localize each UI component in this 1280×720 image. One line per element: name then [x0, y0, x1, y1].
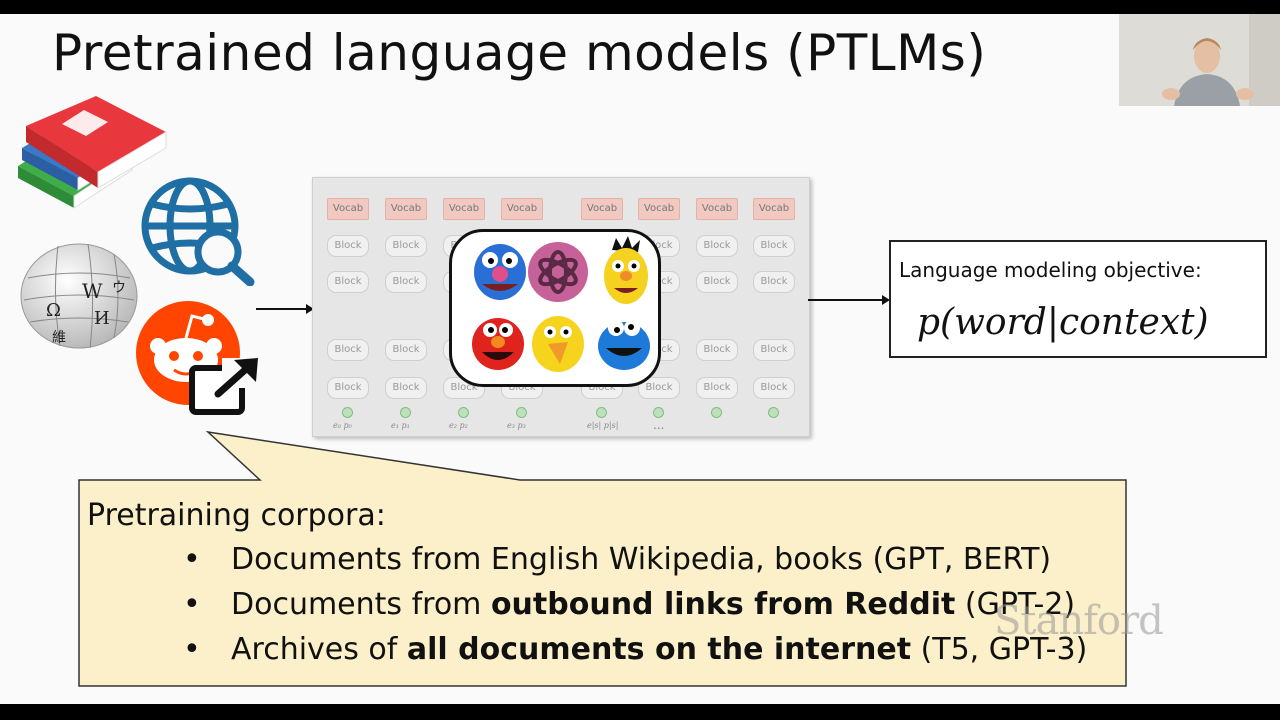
add-node — [516, 407, 527, 418]
block-cell: Block — [753, 339, 795, 361]
add-node — [596, 407, 607, 418]
big-bird-icon — [532, 316, 584, 372]
block-cell: Block — [696, 377, 738, 399]
block-cell: Block — [753, 235, 795, 257]
embedding-label: e₀ p₀ — [333, 421, 352, 430]
bullet-text: Documents from — [231, 587, 491, 622]
block-cell: Block — [696, 339, 738, 361]
block-cell: Block — [696, 271, 738, 293]
objective-formula: p(word|context) — [917, 302, 1209, 343]
svg-text:Ω: Ω — [46, 300, 61, 321]
bullet-text: Documents from English Wikipedia, books … — [231, 542, 1052, 577]
block-cell: Block — [385, 339, 427, 361]
svg-text:И: И — [94, 308, 110, 329]
presenter-webcam — [1119, 14, 1280, 106]
block-cell: Block — [385, 271, 427, 293]
embedding-ellipsis: ... — [653, 418, 665, 432]
block-cell: Block — [385, 377, 427, 399]
block-cell: Block — [638, 377, 680, 399]
embedding-label: e₁ p₁ — [391, 421, 410, 430]
objective-box: Language modeling objective: p(word|cont… — [889, 240, 1267, 358]
add-node — [768, 407, 779, 418]
block-cell: Block — [327, 271, 369, 293]
bullet-bold: outbound links from Reddit — [490, 587, 956, 622]
vocab-cell: Vocab — [385, 198, 427, 220]
block-cell: Block — [753, 377, 795, 399]
svg-text:維: 維 — [52, 330, 66, 346]
grover-icon — [474, 244, 526, 300]
add-node — [342, 407, 353, 418]
svg-text:W: W — [82, 279, 103, 303]
stanford-watermark: Stanford — [994, 598, 1164, 644]
embedding-label: e₃ p₃ — [507, 421, 526, 430]
embedding-label: e₂ p₂ — [449, 421, 468, 430]
bert-icon — [604, 236, 648, 304]
add-node — [458, 407, 469, 418]
block-cell: Block — [327, 235, 369, 257]
corpora-callout: Pretraining corpora: • Documents from En… — [79, 480, 1126, 686]
bullet-bold: all documents on the internet — [406, 632, 912, 667]
add-node — [653, 407, 664, 418]
bullet-suffix: (T5, GPT-3) — [911, 632, 1088, 667]
bullet-suffix: (GPT-2) — [955, 587, 1076, 622]
corpora-heading: Pretraining corpora: — [87, 498, 386, 533]
openai-logo-icon — [528, 242, 588, 302]
globe-search-icon — [138, 174, 256, 287]
bullet-dot: • — [183, 632, 201, 667]
bullet-text: Archives of — [231, 632, 407, 667]
objective-label: Language modeling objective: — [899, 258, 1202, 282]
output-arrow — [808, 295, 890, 305]
vocab-cell: Vocab — [581, 198, 623, 220]
block-cell: Block — [753, 271, 795, 293]
vocab-cell: Vocab — [443, 198, 485, 220]
bullet-dot: • — [183, 542, 201, 577]
svg-text:ウ: ウ — [112, 280, 126, 296]
vocab-cell: Vocab — [501, 198, 543, 220]
block-cell: Block — [696, 235, 738, 257]
vocab-cell: Vocab — [753, 198, 795, 220]
corpora-callout-shape — [78, 430, 1127, 687]
cookie-monster-icon — [598, 320, 650, 370]
block-cell: Block — [385, 235, 427, 257]
bullet-dot: • — [183, 587, 201, 622]
block-cell: Block — [327, 377, 369, 399]
external-link-icon — [188, 354, 264, 416]
vocab-cell: Vocab — [696, 198, 738, 220]
add-node — [711, 407, 722, 418]
wikipedia-logo-icon: Ω W И 維 ウ — [18, 238, 140, 350]
model-icons-panel — [449, 229, 661, 387]
books-icon — [14, 96, 170, 226]
elmo-icon — [472, 318, 524, 370]
embedding-label: e|s| p|s| — [587, 421, 619, 430]
vocab-cell: Vocab — [327, 198, 369, 220]
block-cell: Block — [327, 339, 369, 361]
slide-title: Pretrained language models (PTLMs) — [52, 24, 987, 82]
vocab-cell: Vocab — [638, 198, 680, 220]
add-node — [400, 407, 411, 418]
input-arrow — [256, 304, 314, 314]
slide: Pretrained language models (PTLMs) — [0, 14, 1280, 704]
